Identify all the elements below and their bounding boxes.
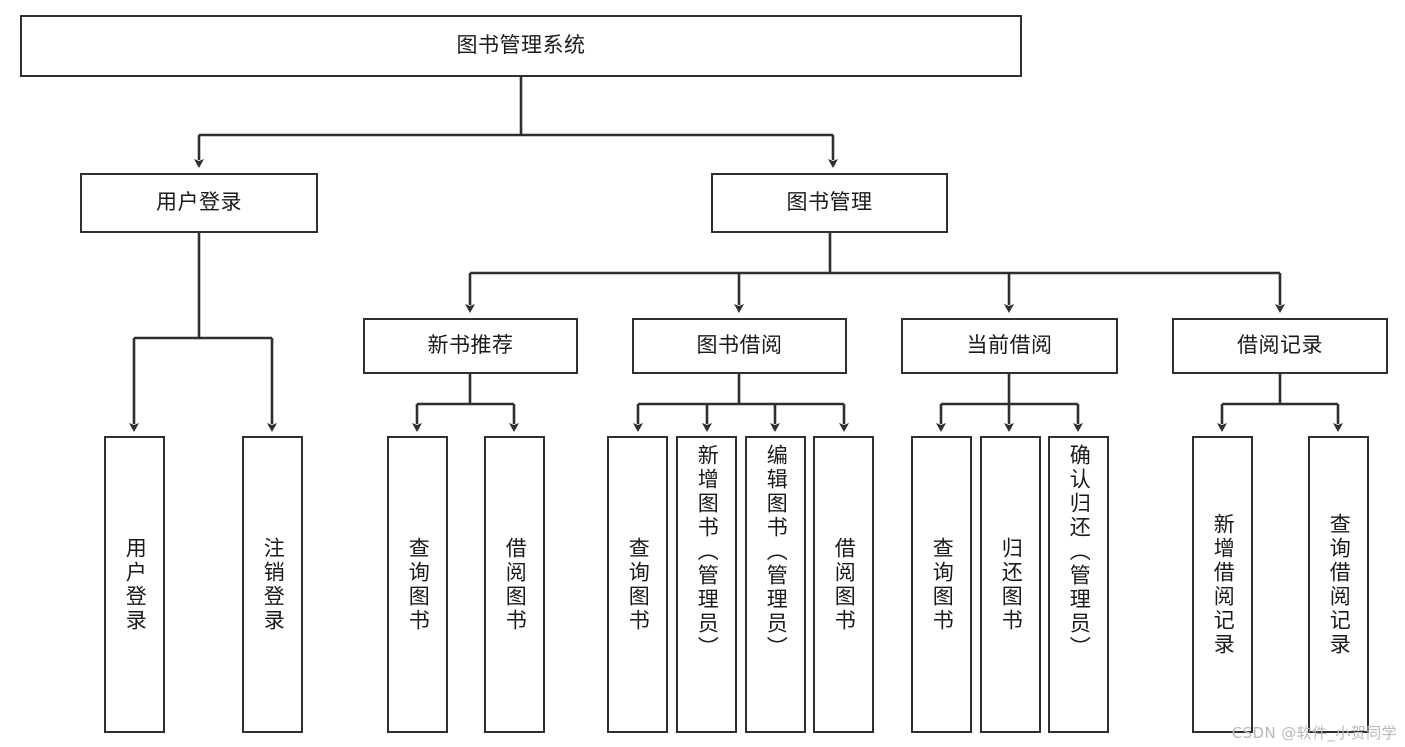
- leaf-book-borrow-edit[interactable]: 编辑图书（管理员）: [745, 436, 806, 733]
- node-label: 新增借阅记录: [1211, 512, 1236, 657]
- node-label: 图书管理: [786, 190, 873, 215]
- currentborrow-to-leaves-connectors: [936, 374, 1083, 432]
- node-label: 注销登录: [261, 536, 286, 633]
- leaf-book-borrow-add[interactable]: 新增图书（管理员）: [676, 436, 737, 733]
- node-label: 借阅记录: [1237, 333, 1323, 358]
- node-label: 查询图书: [930, 536, 955, 633]
- node-label: 图书管理系统: [456, 33, 586, 58]
- userlogin-to-leaves-connectors: [129, 233, 277, 432]
- node-book-management[interactable]: 图书管理: [711, 173, 948, 233]
- node-label: 查询借阅记录: [1327, 512, 1352, 657]
- node-label: 查询图书: [626, 536, 651, 633]
- node-label: 新书推荐: [427, 333, 514, 358]
- bookborrow-to-leaves-connectors: [633, 374, 849, 432]
- leaf-current-borrow-return[interactable]: 归还图书: [980, 436, 1041, 733]
- newbook-to-leaves-connectors: [412, 374, 519, 432]
- node-label: 图书借阅: [696, 333, 783, 358]
- borrowrecord-to-leaves-connectors: [1217, 374, 1343, 432]
- node-label: 查询图书: [406, 536, 431, 633]
- leaf-current-borrow-query[interactable]: 查询图书: [911, 436, 972, 733]
- node-book-borrow[interactable]: 图书借阅: [632, 318, 847, 374]
- node-label: 借阅图书: [832, 536, 857, 633]
- node-label: 当前借阅: [966, 333, 1053, 358]
- node-label: 确认归还（管理员）: [1067, 444, 1092, 660]
- node-borrow-record[interactable]: 借阅记录: [1172, 318, 1388, 374]
- bookmgmt-to-level3-connectors: [465, 233, 1285, 313]
- node-label: 新增图书（管理员）: [695, 444, 720, 660]
- node-user-login[interactable]: 用户登录: [80, 173, 318, 233]
- leaf-new-book-borrow[interactable]: 借阅图书: [484, 436, 545, 733]
- node-new-book-recommend[interactable]: 新书推荐: [363, 318, 578, 374]
- root-to-level2-connectors: [194, 77, 838, 168]
- watermark-text: CSDN @软件_小贺同学: [1231, 724, 1397, 742]
- node-root-system[interactable]: 图书管理系统: [20, 15, 1022, 77]
- node-label: 用户登录: [156, 190, 242, 215]
- leaf-borrow-record-query[interactable]: 查询借阅记录: [1308, 436, 1369, 733]
- leaf-user-login-logout[interactable]: 注销登录: [242, 436, 303, 733]
- node-current-borrow[interactable]: 当前借阅: [901, 318, 1118, 374]
- node-label: 归还图书: [999, 536, 1024, 633]
- leaf-book-borrow-query[interactable]: 查询图书: [607, 436, 668, 733]
- leaf-new-book-query[interactable]: 查询图书: [387, 436, 448, 733]
- leaf-user-login-login[interactable]: 用户登录: [104, 436, 165, 733]
- leaf-current-borrow-confirm-return[interactable]: 确认归还（管理员）: [1048, 436, 1109, 733]
- node-label: 编辑图书（管理员）: [764, 444, 789, 660]
- node-label: 借阅图书: [503, 536, 528, 633]
- leaf-book-borrow-borrow[interactable]: 借阅图书: [813, 436, 874, 733]
- leaf-borrow-record-add[interactable]: 新增借阅记录: [1192, 436, 1253, 733]
- node-label: 用户登录: [123, 536, 148, 633]
